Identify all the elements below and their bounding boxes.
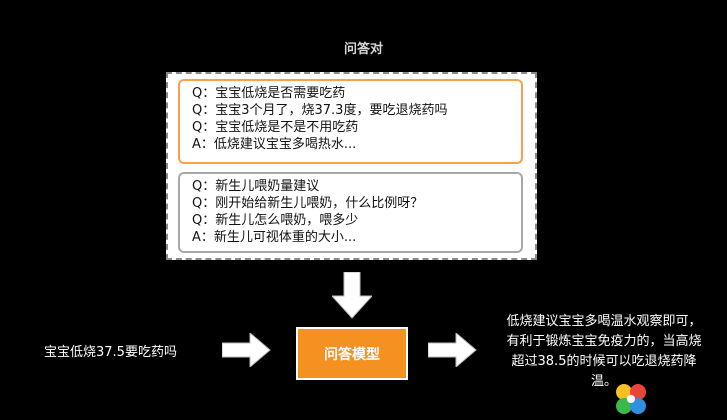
- output-answer: 低烧建议宝宝多喝温水观察即可，有利于锻炼宝宝免疫力的，当高烧超过38.5的时候可…: [506, 314, 702, 389]
- qa-group-2: Q：新生儿喂奶量建议 Q：刚开始给新生儿喂奶，什么比例呀？ Q：新生儿怎么喂奶，…: [178, 172, 523, 253]
- input-query: 宝宝低烧37.5要吃药吗: [44, 345, 177, 360]
- qa-group-1: Q：宝宝低烧是否需要吃药 Q：宝宝3个月了，烧37.3度，要吃退烧药吗 Q：宝宝…: [178, 79, 523, 164]
- qa-pairs-container: Q：宝宝低烧是否需要吃药 Q：宝宝3个月了，烧37.3度，要吃退烧药吗 Q：宝宝…: [166, 72, 537, 260]
- qa-group-1-line-3: Q：宝宝低烧是不是不用吃药: [192, 120, 359, 135]
- right-arrow-icon: [428, 333, 477, 367]
- qa-group-2-line-3: Q：新生儿怎么喂奶，喂多少: [192, 213, 359, 228]
- qa-group-1-line-1: Q：宝宝低烧是否需要吃药: [192, 86, 346, 101]
- right-arrow-icon: [222, 333, 271, 367]
- down-arrow-icon: [332, 272, 372, 319]
- qa-model-box: 问答模型: [296, 327, 408, 380]
- qa-group-1-line-4: A：低烧建议宝宝多喝热水...: [192, 137, 357, 152]
- qa-group-2-line-2: Q：刚开始给新生儿喂奶，什么比例呀？: [192, 196, 424, 211]
- qa-group-1-line-2: Q：宝宝3个月了，烧37.3度，要吃退烧药吗: [192, 103, 448, 118]
- diagram-title: 问答对: [343, 42, 383, 57]
- qa-group-2-line-4: A：新生儿可视体重的大小...: [192, 230, 357, 245]
- logo-icon: [616, 384, 646, 414]
- qa-group-2-line-1: Q：新生儿喂奶量建议: [192, 179, 320, 194]
